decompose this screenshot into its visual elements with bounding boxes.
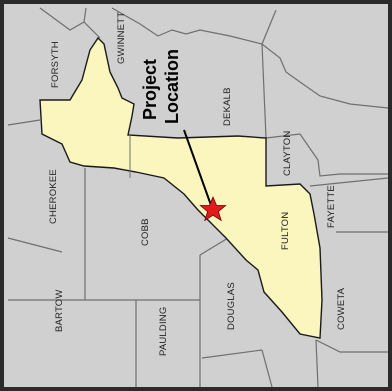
- county-label-gwinnett: GWINNETT: [116, 12, 127, 64]
- county-label-cherokee: CHEROKEE: [48, 169, 59, 224]
- county-label-paulding: PAULDING: [158, 307, 169, 356]
- county-label-coweta: COWETA: [336, 287, 347, 330]
- county-label-dekalb: DEKALB: [222, 87, 233, 126]
- county-label-bartow: BARTOW: [54, 289, 65, 332]
- county-boundaries: [7, 7, 389, 388]
- project-location-callout: Project Location: [140, 49, 182, 124]
- county-label-cobb: COBB: [140, 218, 151, 246]
- fulton-county-highlight: [39, 36, 323, 339]
- callout-line-project: Project: [140, 59, 160, 120]
- county-label-douglas: DOUGLAS: [226, 282, 237, 330]
- county-label-clayton: CLAYTON: [282, 131, 293, 176]
- callout-leader-line: [183, 129, 213, 209]
- county-label-fayette: FAYETTE: [326, 185, 337, 228]
- callout-line-location: Location: [162, 49, 182, 124]
- star-icon: [199, 195, 227, 222]
- county-label-fulton: FULTON: [280, 212, 291, 250]
- county-label-forsyth: FORSYTH: [50, 41, 61, 88]
